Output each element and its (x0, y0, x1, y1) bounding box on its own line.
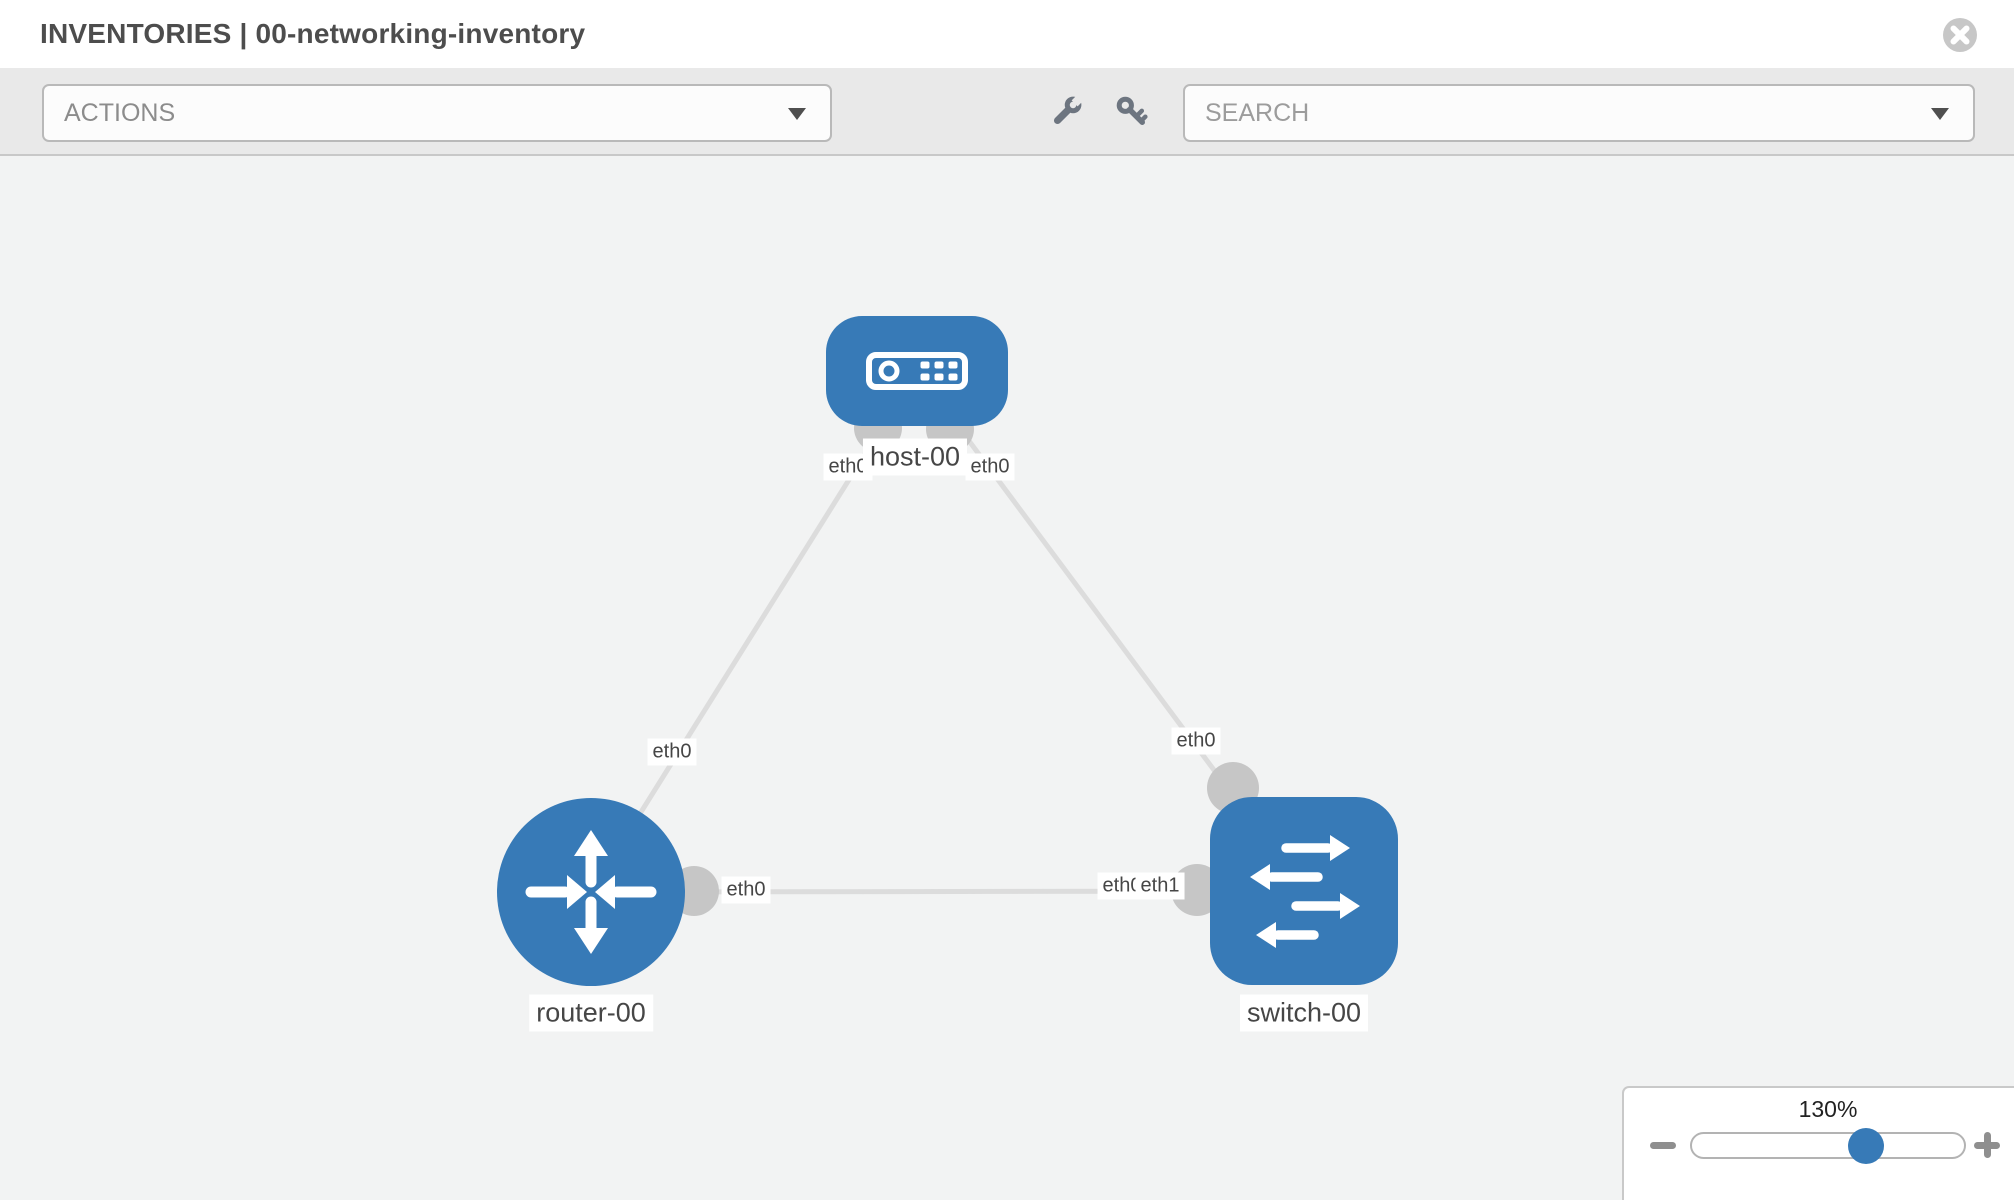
node-label-switch-00: switch-00 (1239, 994, 1369, 1032)
zoom-level-value: 130% (1798, 1096, 1858, 1122)
interface-label: eth1 (1135, 872, 1185, 900)
host-icon (866, 352, 968, 390)
topology-canvas[interactable]: host-00 router-00 switch-00 eth0 eth0 eth0 eth… (0, 156, 2014, 1200)
interface-label: eth0 (721, 876, 771, 904)
node-label-router-00: router-00 (529, 994, 653, 1032)
modal-header: INVENTORIES | 00-networking-inventory (0, 0, 2014, 68)
search-dropdown[interactable]: SEARCH (1183, 84, 1975, 142)
zoom-slider-thumb[interactable] (1848, 1128, 1884, 1164)
zoom-slider-track[interactable] (1690, 1128, 1966, 1164)
node-switch-00[interactable] (1210, 797, 1398, 985)
zoom-control-panel: 130% (1622, 1086, 2014, 1200)
actions-dropdown-label: ACTIONS (64, 98, 176, 127)
close-icon[interactable] (1942, 17, 1978, 53)
key-icon[interactable] (1112, 92, 1152, 132)
node-host-00[interactable] (826, 316, 1008, 426)
switch-icon (1250, 835, 1360, 948)
zoom-out-button[interactable] (1646, 1128, 1680, 1162)
chevron-down-icon (788, 108, 806, 120)
interface-label: eth0 (965, 453, 1015, 481)
node-label-host-00: host-00 (862, 438, 968, 476)
zoom-in-button[interactable] (1970, 1128, 2004, 1162)
router-icon (525, 830, 657, 954)
wrench-icon[interactable] (1046, 92, 1086, 132)
page-title: INVENTORIES | 00-networking-inventory (40, 18, 586, 49)
actions-dropdown[interactable]: ACTIONS (42, 84, 832, 142)
topology-graph (497, 316, 1398, 986)
node-router-00[interactable] (497, 798, 685, 986)
interface-label: eth0 (647, 738, 697, 766)
chevron-down-icon (1931, 108, 1949, 120)
interface-label: eth0 (1171, 727, 1221, 755)
toolbar: ACTIONS SEARCH (0, 68, 2014, 156)
search-placeholder: SEARCH (1205, 98, 1310, 127)
